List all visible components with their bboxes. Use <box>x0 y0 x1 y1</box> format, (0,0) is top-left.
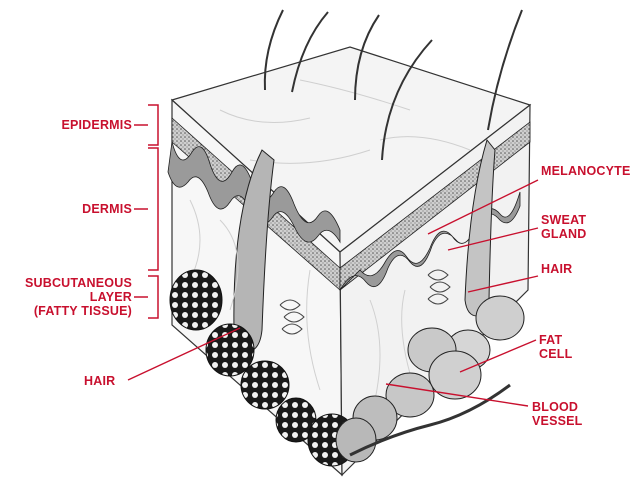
label-dermis: DERMIS <box>40 202 132 216</box>
label-subcutaneous-line-2: LAYER <box>10 290 132 304</box>
layer-brackets <box>134 105 158 318</box>
label-subcutaneous-layer: SUBCUTANEOUS LAYER (FATTY TISSUE) <box>10 276 132 318</box>
label-epidermis: EPIDERMIS <box>40 118 132 132</box>
label-blood-vessel-line-2: VESSEL <box>532 414 583 428</box>
label-blood-vessel: BLOOD VESSEL <box>532 400 583 428</box>
label-fat-cell-line-1: FAT <box>539 333 572 347</box>
label-melanocyte: MELANOCYTE <box>541 164 631 178</box>
label-subcutaneous-line-1: SUBCUTANEOUS <box>10 276 132 290</box>
label-sweat-gland-line-1: SWEAT <box>541 213 586 227</box>
label-sweat-gland: SWEAT GLAND <box>541 213 586 241</box>
label-fat-cell-line-2: CELL <box>539 347 572 361</box>
label-sweat-gland-line-2: GLAND <box>541 227 586 241</box>
label-hair-left: HAIR <box>84 374 115 388</box>
label-fat-cell: FAT CELL <box>539 333 572 361</box>
label-hair-right: HAIR <box>541 262 572 276</box>
label-blood-vessel-line-1: BLOOD <box>532 400 583 414</box>
label-subcutaneous-line-3: (FATTY TISSUE) <box>10 304 132 318</box>
